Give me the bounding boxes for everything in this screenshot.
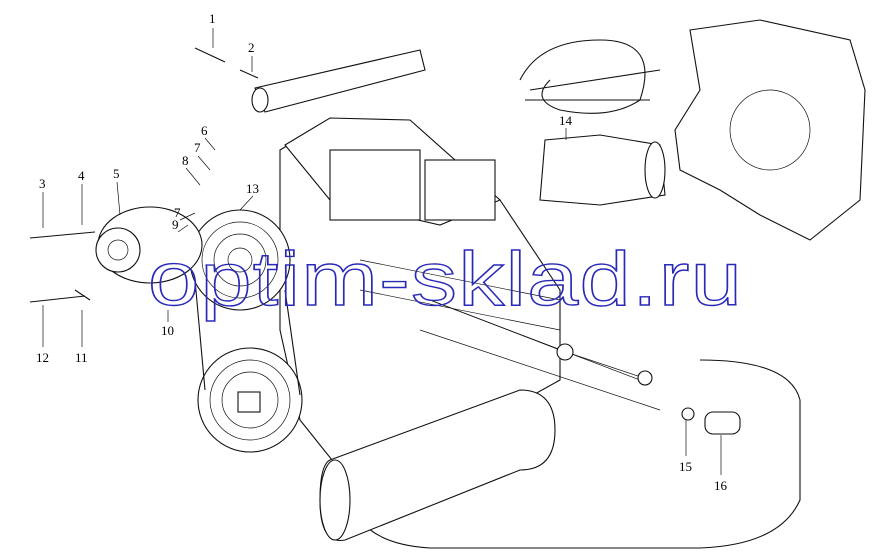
watermark: optim-sklad.ru (148, 237, 743, 322)
callout-2: 2 (248, 40, 255, 55)
head-cover-2 (424, 159, 496, 221)
flywheel-housing (674, 19, 866, 241)
callout-15: 15 (679, 459, 692, 474)
wiring-harness (519, 39, 661, 114)
callout-8: 8 (182, 153, 189, 168)
callout-14: 14 (559, 113, 573, 128)
oil-pan-outline (329, 359, 801, 549)
drive-belt (194, 279, 301, 396)
callout-1: 1 (209, 11, 216, 26)
washer (681, 407, 695, 421)
callout-9: 9 (172, 217, 179, 232)
coolant-pipe (254, 49, 426, 113)
callout-7b: 7 (174, 205, 181, 220)
callout-7: 7 (194, 140, 201, 155)
callout-12: 12 (36, 350, 49, 365)
callout-3: 3 (39, 176, 46, 191)
block-ribs (359, 259, 661, 411)
callout-6: 6 (201, 123, 208, 138)
temperature-sensor (194, 47, 259, 79)
pressure-sensor (704, 411, 741, 435)
callout-10: 10 (161, 323, 174, 338)
leader-lines (42, 28, 722, 475)
callout-13: 13 (246, 181, 259, 196)
callout-5: 5 (113, 166, 120, 181)
starter-motor (539, 134, 666, 206)
callout-11: 11 (75, 350, 88, 365)
bolts (29, 231, 96, 303)
callout-4: 4 (78, 168, 85, 183)
head-cover (329, 149, 421, 221)
callout-16: 16 (714, 478, 728, 493)
